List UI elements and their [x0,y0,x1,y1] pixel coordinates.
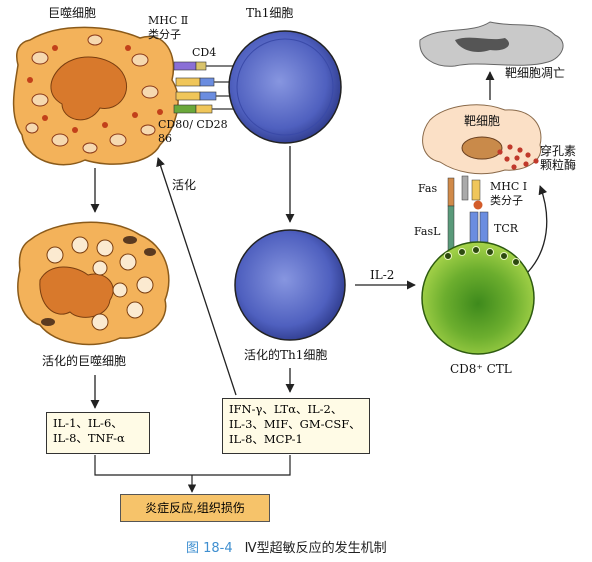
figure-number: 图 18-4 [186,541,233,556]
figure-title: Ⅳ型超敏反应的发生机制 [244,541,387,556]
label-ctl: CD8⁺ CTL [450,362,512,376]
macrophage-cytokines-line: IL-8、TNF-α [53,431,125,445]
connector-to-result [94,455,291,493]
label-cd4: CD4 [192,46,217,59]
macrophage-cell [12,26,179,166]
label-activated-macrophage: 活化的巨噬细胞 [42,354,127,368]
result-box: 炎症反应,组织损伤 [120,494,270,522]
label-mhc2-line1: MHC Ⅱ [148,14,189,27]
th1-cytokines-box: IFN-γ、LTα、IL-2、 IL-3、MIF、GM-CSF、 IL-8、MC… [222,398,370,454]
label-fasl: FasL [414,225,441,238]
ctl-granules [444,246,520,266]
receptor-mhc2-tcr [173,61,236,71]
figure-caption: 图 18-4 Ⅳ型超敏反应的发生机制 [186,537,387,556]
label-cd80-line1: CD80/ CD28 [158,118,228,131]
receptor-cd80-cd28 [173,104,236,114]
fas-fasl-receptor [447,177,455,251]
activated-th1-cell [234,229,346,341]
th1-cell [228,30,342,144]
label-mhc2-line2: 类分子 [148,28,181,41]
label-perforin-line1: 穿孔素 [540,144,577,158]
label-target-apoptosis: 靶细胞凋亡 [505,66,566,80]
perforin-granules [497,144,539,170]
label-target-cell: 靶细胞 [464,114,501,128]
label-cd80-line2: 86 [158,132,172,145]
macrophage-cytokines-box: IL-1、IL-6、 IL-8、TNF-α [46,412,150,454]
label-activate: 活化 [172,178,197,192]
label-perforin-line2: 颗粒酶 [540,158,577,172]
label-th1: Th1细胞 [246,6,294,20]
arrow-ctl-to-target [527,185,548,273]
activated-macrophage-cell [17,221,170,346]
label-mhc1-line2: 类分子 [490,194,523,207]
receptor-pair-3 [175,91,236,101]
th1-cytokines-line: IFN-γ、LTα、IL-2、 [229,402,343,416]
label-fas: Fas [418,182,438,195]
label-mhc1-line1: MHC Ⅰ [490,180,528,193]
arrow-activate [156,157,237,396]
label-tcr: TCR [494,222,519,235]
cd8-ctl-cell [421,241,535,355]
receptor-cd4 [175,77,236,87]
label-il2: IL-2 [370,268,395,282]
label-activated-th1: 活化的Th1细胞 [244,348,328,362]
macrophage-cytokines-line: IL-1、IL-6、 [53,416,123,430]
th1-cytokines-line: IL-8、MCP-1 [229,432,303,446]
label-macrophage: 巨噬细胞 [48,6,97,20]
mhc1-tcr-receptor [461,175,489,243]
th1-cytokines-line: IL-3、MIF、GM-CSF、 [229,417,361,431]
